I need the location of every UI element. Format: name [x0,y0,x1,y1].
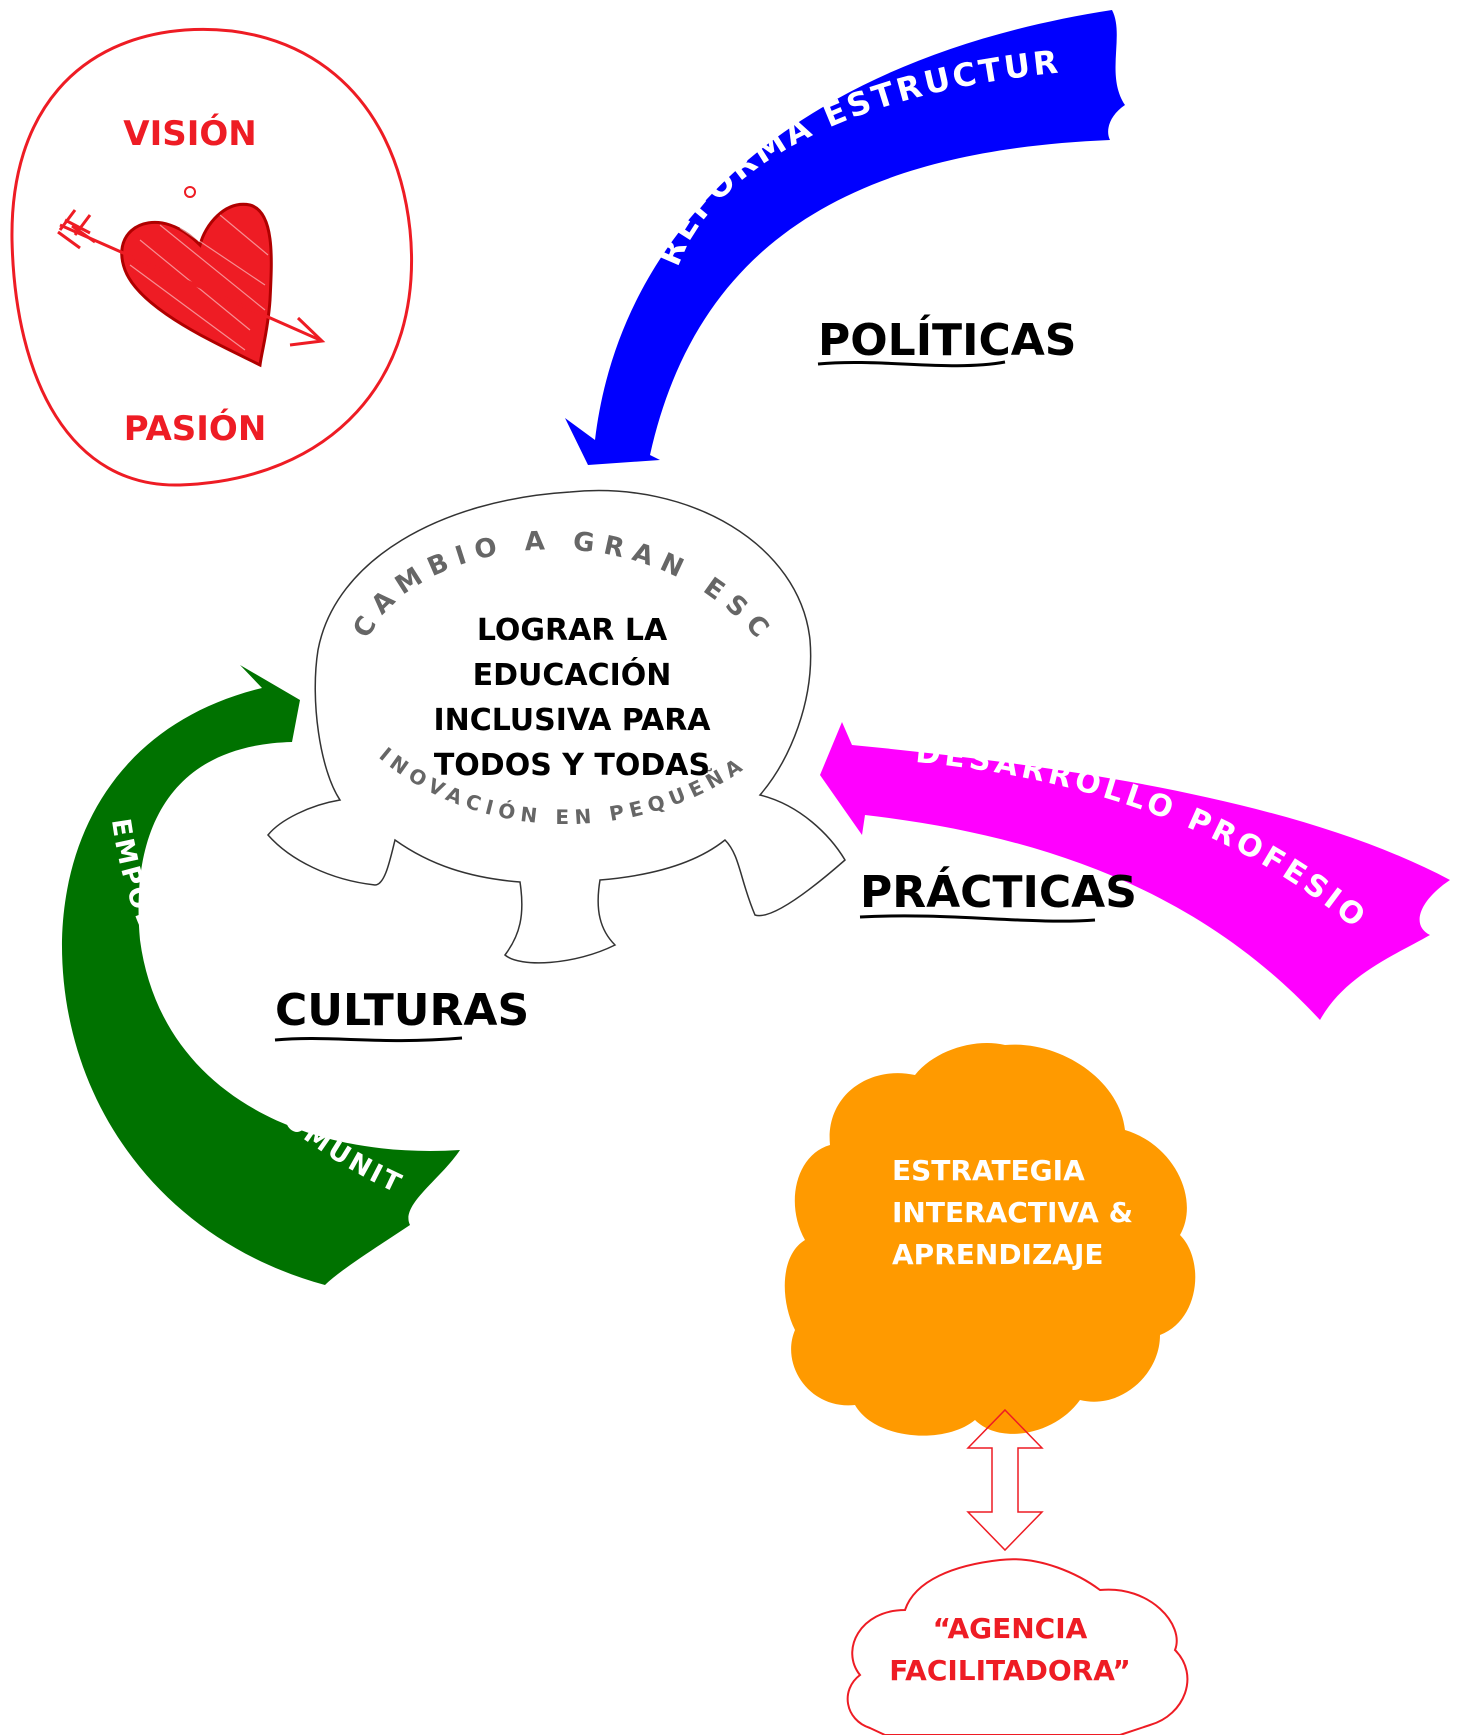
agency-line-2: FACILITADORA” [889,1654,1131,1687]
culturas-label: CULTURAS [275,985,529,1036]
politicas-underline [817,360,1006,368]
politicas-label-group: POLÍTICAS [817,313,1076,368]
center-line-1: LOGRAR LA [477,613,668,648]
strategy-line-3: APRENDIZAJE [892,1238,1104,1271]
pasion-label: PASIÓN [124,408,267,449]
practicas-label: PRÁCTICAS [860,865,1137,918]
agency-cloud-shape [846,1558,1189,1735]
heart-arrow-icon [57,202,326,368]
center-line-3: INCLUSIVA PARA [433,703,711,738]
vision-label: VISIÓN [123,113,256,154]
strategy-cloud-shape [784,1043,1196,1436]
vision-circle: VISIÓN PASIÓN [10,27,413,487]
strategy-line-2: INTERACTIVA & [892,1196,1133,1229]
agency-cloud: “AGENCIA FACILITADORA” [846,1558,1189,1735]
tree-shape [267,489,846,964]
empoderamiento-arrow-shape [61,665,460,1285]
desarrollo-arrow-shape [820,722,1450,1020]
center-line-4: TODOS Y TODAS [434,748,710,783]
double-arrow-icon [966,1408,1044,1552]
agency-line-1: “AGENCIA [933,1612,1088,1645]
politicas-label: POLÍTICAS [818,313,1076,366]
strategy-cloud: ESTRATEGIA INTERACTIVA & APRENDIZAJE [784,1043,1196,1436]
practicas-label-group: PRÁCTICAS [859,865,1137,923]
reforma-arrow-shape [565,10,1125,465]
culturas-underline [274,1036,463,1043]
center-line-2: EDUCACIÓN [473,656,672,693]
strategy-line-1: ESTRATEGIA [892,1154,1085,1187]
dot-icon [184,186,196,198]
practicas-underline [859,914,1096,923]
culturas-label-group: CULTURAS [274,985,529,1043]
